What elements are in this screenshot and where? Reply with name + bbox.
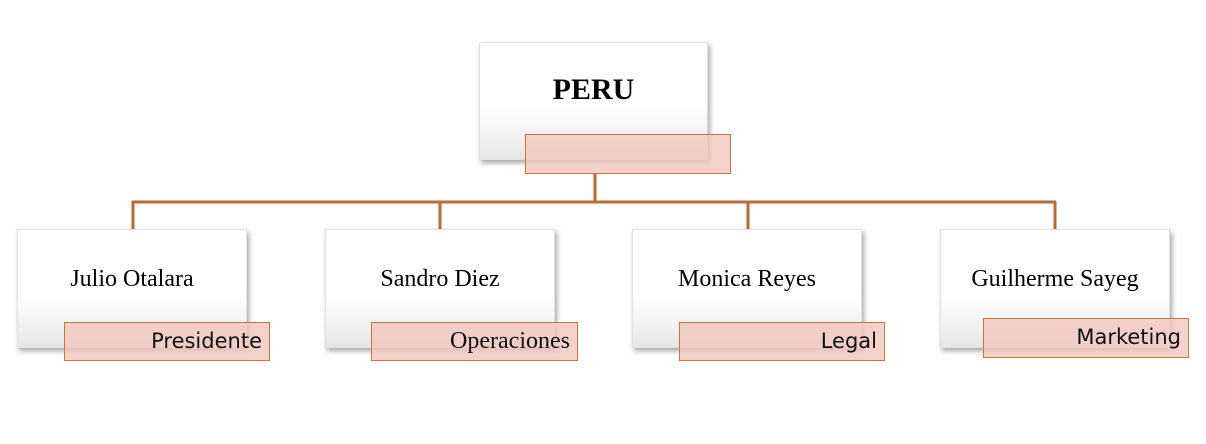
member-name: Monica Reyes bbox=[678, 266, 816, 292]
member-name: Guilherme Sayeg bbox=[971, 266, 1139, 292]
member-name: Julio Otalara bbox=[70, 266, 194, 292]
root-node-name: PERU bbox=[552, 73, 635, 106]
member-name: Sandro Diez bbox=[380, 266, 500, 292]
member-role-tag-3: Legal bbox=[679, 322, 885, 361]
member-role-tag-4: Marketing bbox=[983, 318, 1189, 358]
member-role-tag-1: Presidente bbox=[64, 322, 270, 361]
member-role-tag-2: Operaciones bbox=[371, 322, 578, 361]
root-role-tag bbox=[525, 134, 731, 174]
